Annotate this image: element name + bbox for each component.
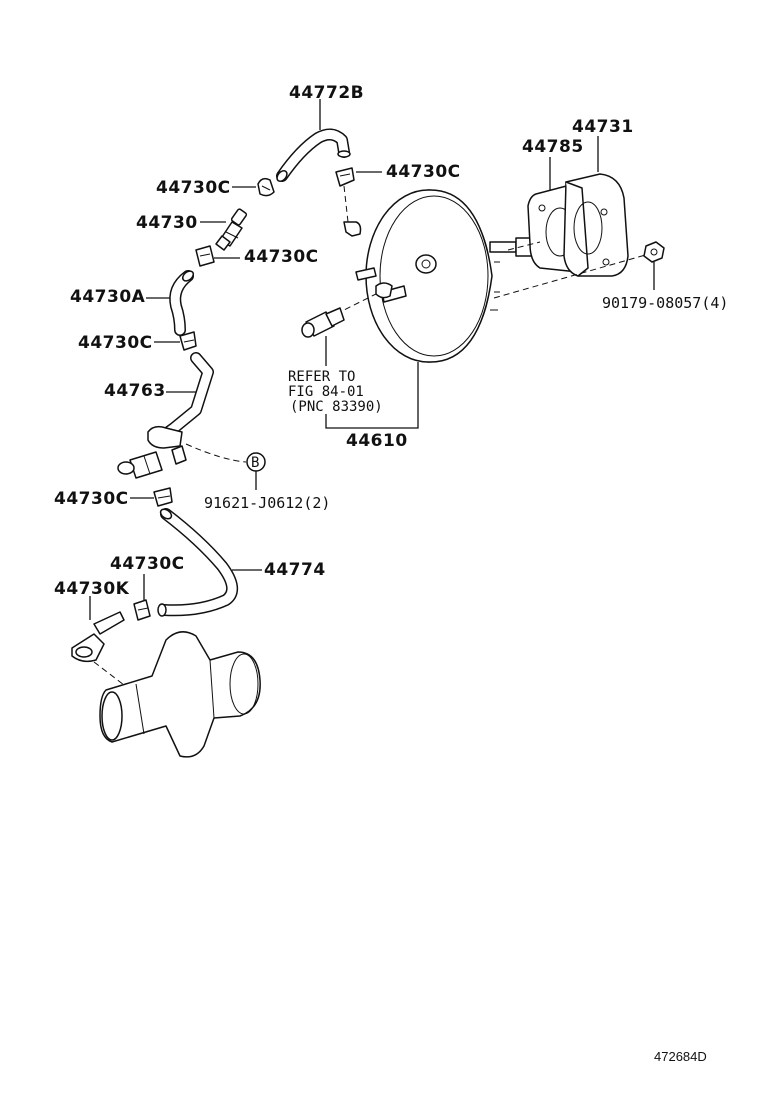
pushrod-clevis [301, 307, 345, 338]
hose-44774 [157, 508, 238, 617]
label-44610: 44610 [346, 431, 408, 451]
intake-manifold [93, 631, 261, 758]
label-44730c-1: 44730C [156, 178, 231, 198]
label-44774: 44774 [264, 560, 326, 580]
diagram-id: 472684D [654, 1049, 707, 1064]
callout-b: B [246, 452, 266, 472]
label-44730k: 44730K [54, 579, 130, 599]
label-44730a: 44730A [70, 287, 146, 307]
clamp-44730c-6 [133, 599, 151, 621]
nut-90179 [643, 241, 665, 263]
label-44731: 44731 [572, 117, 634, 137]
clamp-44730c-5 [153, 487, 173, 507]
clamp-44730c-1 [257, 177, 275, 197]
brake-booster-44610 [355, 189, 533, 363]
label-44730c-3: 44730C [244, 247, 319, 267]
hose-44772b [276, 128, 351, 183]
label-44730: 44730 [136, 213, 198, 233]
label-44730c-5: 44730C [54, 489, 129, 509]
label-44730c-4: 44730C [78, 333, 153, 353]
clamp-44730c-2 [335, 167, 355, 187]
vacuum-pipe-44763 [117, 352, 214, 479]
label-91621: 91621-J0612(2) [204, 494, 330, 512]
ref-line-1: REFER TO [288, 369, 355, 385]
union-44730k [71, 611, 125, 663]
callout-b-letter: B [251, 455, 259, 471]
label-44730c-6: 44730C [110, 554, 185, 574]
label-44772b: 44772B [289, 83, 364, 103]
ref-line-2: FIG 84-01 [288, 384, 364, 400]
hose-44730a [169, 270, 195, 336]
label-44785: 44785 [522, 137, 584, 157]
label-90179: 90179-08057(4) [602, 294, 728, 312]
ref-line-3: (PNC 83390) [290, 399, 383, 415]
label-44730c-2: 44730C [386, 162, 461, 182]
check-valve-44730 [215, 208, 248, 251]
label-44763: 44763 [104, 381, 166, 401]
spacer-44731 [563, 173, 629, 277]
clamp-44730c-3 [195, 245, 215, 267]
clamp-44730c-4 [179, 331, 197, 351]
